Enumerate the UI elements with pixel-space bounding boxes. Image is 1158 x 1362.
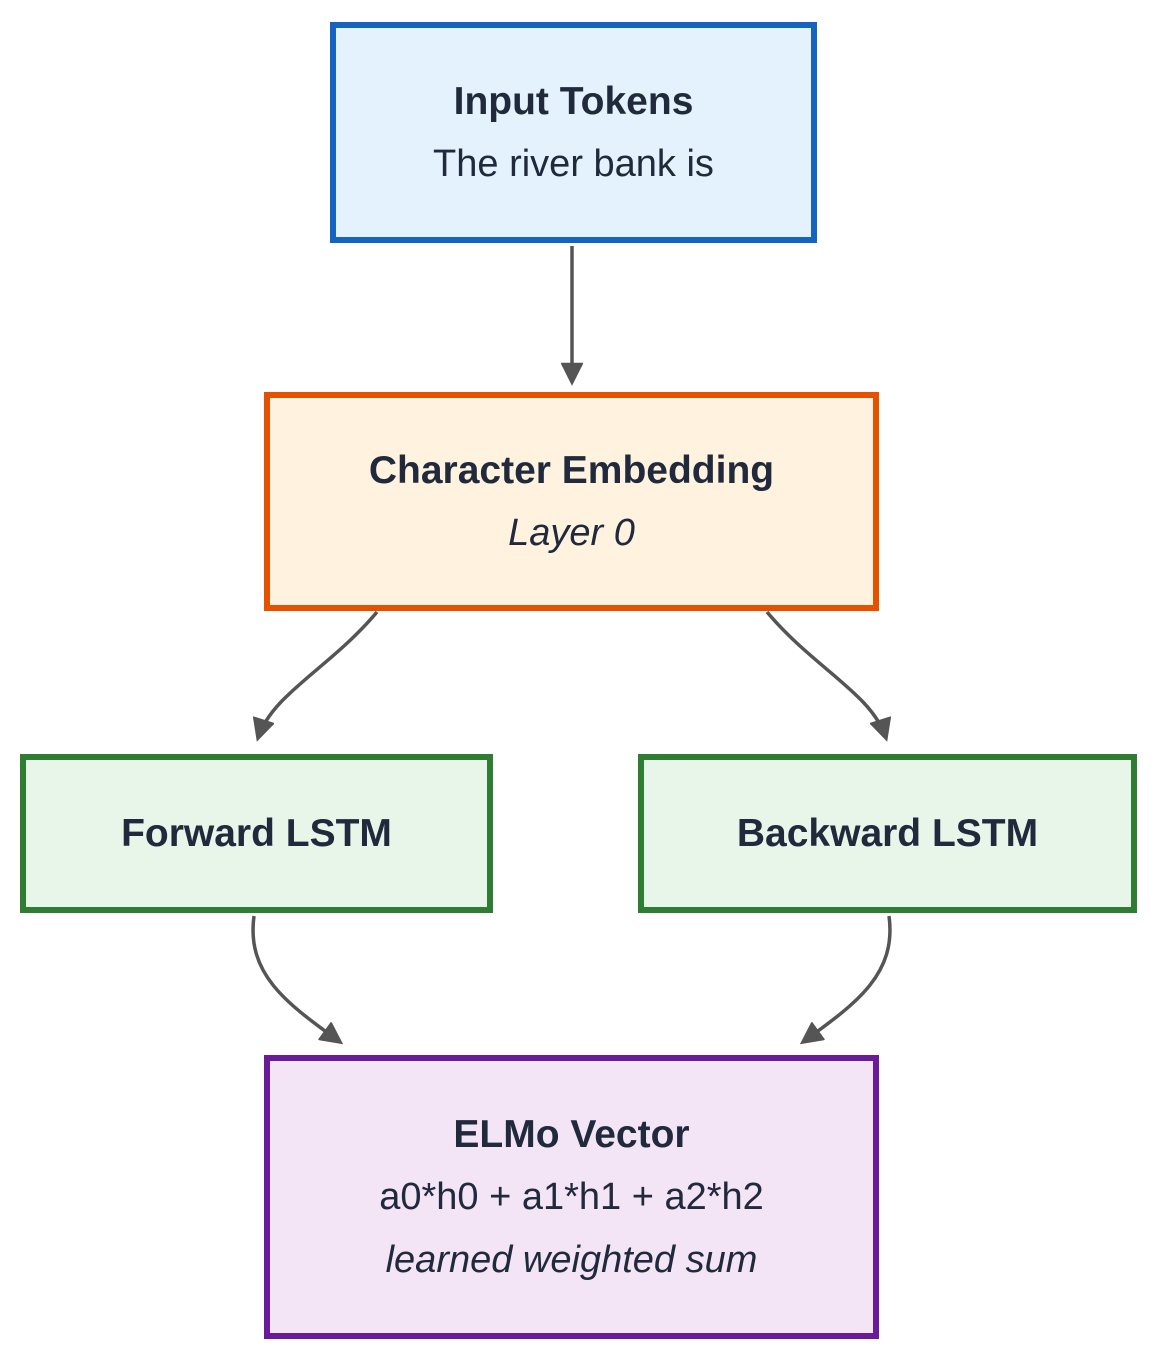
- edge-backward-to-elmo: [803, 915, 892, 1042]
- backward-lstm-title: Backward LSTM: [736, 812, 1039, 855]
- edge-embedding-to-forward: [258, 610, 379, 738]
- character-embedding-title: Character Embedding: [368, 448, 775, 492]
- input-tokens-title: Input Tokens: [453, 79, 694, 123]
- node-elmo-vector: ELMo Vector a0*h0 + a1*h1 + a2*h2 learne…: [264, 1055, 879, 1339]
- forward-lstm-title: Forward LSTM: [121, 812, 392, 855]
- elmo-vector-note: learned weighted sum: [385, 1238, 758, 1281]
- edge-embedding-to-backward: [765, 610, 886, 738]
- node-character-embedding: Character Embedding Layer 0: [264, 392, 879, 611]
- node-forward-lstm: Forward LSTM: [20, 754, 493, 913]
- node-backward-lstm: Backward LSTM: [638, 754, 1137, 913]
- input-tokens-subtitle: The river bank is: [433, 142, 714, 185]
- character-embedding-layer-label: Layer 0: [508, 511, 635, 554]
- elmo-vector-formula: a0*h0 + a1*h1 + a2*h2: [379, 1175, 764, 1218]
- elmo-vector-title: ELMo Vector: [453, 1112, 690, 1156]
- node-input-tokens: Input Tokens The river bank is: [330, 22, 817, 243]
- edge-forward-to-elmo: [251, 915, 340, 1042]
